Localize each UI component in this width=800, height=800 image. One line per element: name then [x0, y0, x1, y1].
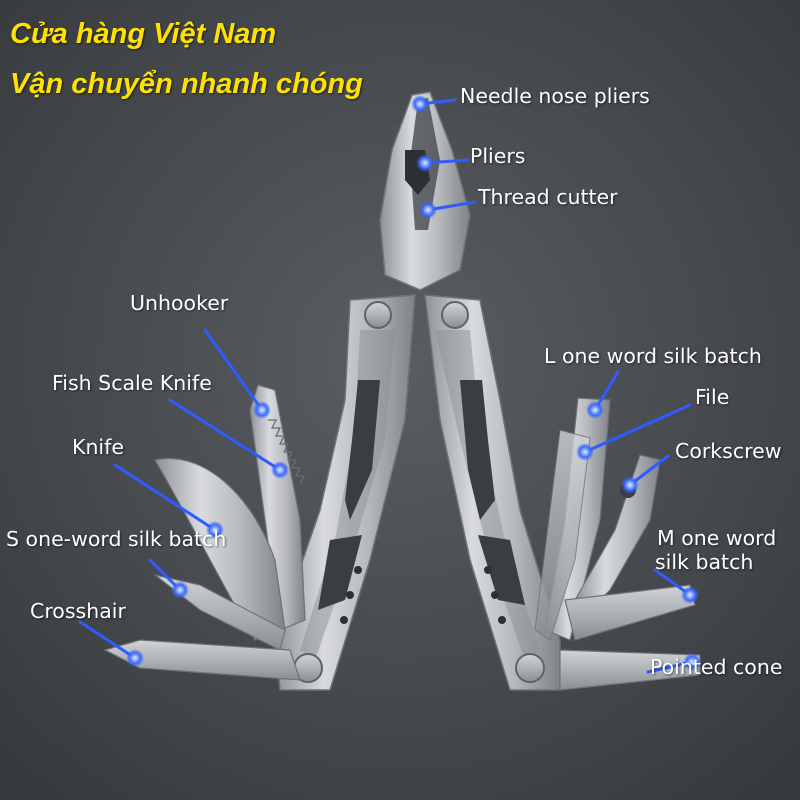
right-handle: [424, 294, 561, 691]
leader-knife: [113, 463, 217, 532]
label-crosshair: Crosshair: [30, 599, 126, 623]
label-file: File: [695, 385, 730, 409]
label-knife: Knife: [72, 435, 124, 459]
label-pointed-cone: Pointed cone: [650, 655, 783, 679]
label-pliers: Pliers: [470, 144, 526, 168]
label-corkscrew: Corkscrew: [675, 439, 782, 463]
label-thread-cutter: Thread cutter: [478, 185, 618, 209]
leader-unhooker: [203, 328, 264, 412]
label-s-one-word-silk-batch: S one-word silk batch: [6, 527, 227, 551]
leader-fish-scale-knife: [168, 398, 282, 472]
leader-crosshair: [78, 620, 137, 660]
leader-dots: [126, 95, 701, 671]
label-m-one-word-line2: silk batch: [655, 550, 754, 574]
label-needle-nose-pliers: Needle nose pliers: [460, 84, 650, 108]
label-unhooker: Unhooker: [130, 291, 229, 315]
label-l-one-word-silk-batch: L one word silk batch: [544, 344, 762, 368]
label-m-one-word-line1: M one word: [657, 526, 777, 550]
shop-name: Cửa hàng Việt Nam: [10, 18, 277, 50]
label-fish-scale-knife: Fish Scale Knife: [52, 371, 212, 395]
leader-file: [583, 403, 692, 454]
shipping-tagline: Vận chuyển nhanh chóng: [10, 68, 363, 100]
right-tools: [534, 397, 701, 691]
plier-jaws: [379, 91, 471, 291]
left-handle: [274, 294, 416, 691]
